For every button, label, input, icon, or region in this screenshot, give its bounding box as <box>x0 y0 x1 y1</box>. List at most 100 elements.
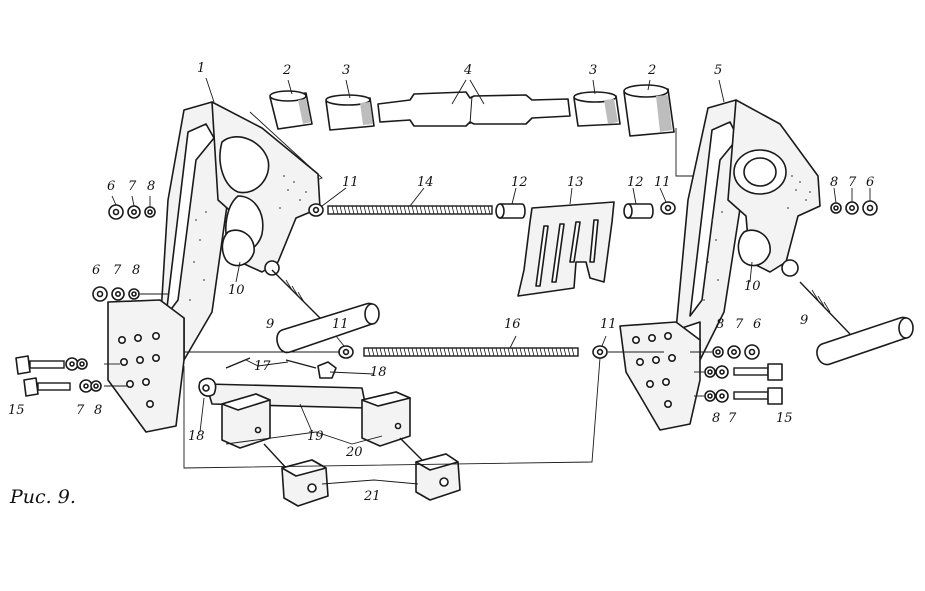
callout-label: 16 <box>504 317 521 332</box>
thread-mark <box>367 205 371 215</box>
thread-mark <box>371 205 375 215</box>
thread-mark <box>471 347 475 357</box>
rod-16 <box>363 347 579 357</box>
thread-mark <box>483 347 487 357</box>
callout-label: 9 <box>800 313 809 328</box>
thread-mark <box>407 347 411 357</box>
callout-label: 3 <box>589 63 598 78</box>
callout-label: 17 <box>254 359 271 374</box>
callout-label: 14 <box>417 175 434 190</box>
thread-mark <box>383 347 387 357</box>
bushing-3-left <box>325 94 375 131</box>
callout-label: 8 <box>716 317 725 332</box>
pins-17 <box>225 357 317 369</box>
thread-mark <box>347 205 351 215</box>
thread-mark <box>443 205 447 215</box>
thread-mark <box>523 347 527 357</box>
callout-label: 8 <box>132 263 141 278</box>
callout-label: 8 <box>830 175 839 190</box>
callout-label: 4 <box>464 63 473 78</box>
thread-mark <box>403 347 407 357</box>
thread-mark <box>419 205 423 215</box>
thread-mark <box>435 347 439 357</box>
thread-mark <box>463 347 467 357</box>
thread-mark <box>391 347 395 357</box>
thread-mark <box>539 347 543 357</box>
hardware-8-7-6-right-upper <box>830 200 878 216</box>
thread-mark <box>559 347 563 357</box>
thread-mark <box>527 347 531 357</box>
hardware-6-7-8-left-upper <box>108 204 156 220</box>
callout-label: 8 <box>712 411 721 426</box>
callout-label: 10 <box>228 283 245 298</box>
nut-18-upper <box>317 361 337 379</box>
bushing-2-left <box>269 90 313 130</box>
thread-mark <box>447 205 451 215</box>
thread-mark <box>427 205 431 215</box>
thread-mark <box>407 205 411 215</box>
thread-mark <box>387 347 391 357</box>
thread-mark <box>371 347 375 357</box>
thread-mark <box>491 347 495 357</box>
thread-mark <box>463 205 467 215</box>
callout-label: 18 <box>370 365 387 380</box>
nut-11-left-lower <box>338 345 354 359</box>
thread-mark <box>439 347 443 357</box>
callout-label: 11 <box>600 317 617 332</box>
thread-mark <box>375 205 379 215</box>
thread-mark <box>439 205 443 215</box>
thread-mark <box>551 347 555 357</box>
callout-label: 6 <box>92 263 101 278</box>
thread-mark <box>419 347 423 357</box>
callout-label: 15 <box>776 411 793 426</box>
callout-label: 7 <box>728 411 737 426</box>
thread-mark <box>395 205 399 215</box>
thread-mark <box>331 205 335 215</box>
thread-mark <box>475 347 479 357</box>
thread-mark <box>535 347 539 357</box>
callout-label: 3 <box>342 63 351 78</box>
callout-label: 20 <box>346 445 363 460</box>
bolts-15-left <box>15 355 128 397</box>
thread-mark <box>467 205 471 215</box>
thread-mark <box>555 347 559 357</box>
thread-mark <box>487 205 491 215</box>
callout-label: 12 <box>511 175 528 190</box>
thread-mark <box>335 205 339 215</box>
thread-mark <box>355 205 359 215</box>
rod-14 <box>327 205 493 215</box>
callout-label: 6 <box>866 175 875 190</box>
nut-11-left-upper <box>308 203 324 217</box>
thread-mark <box>507 347 511 357</box>
thread-mark <box>471 205 475 215</box>
callout-label: 6 <box>753 317 762 332</box>
thread-mark <box>467 347 471 357</box>
shaft-4 <box>377 91 571 127</box>
callout-label: 7 <box>735 317 744 332</box>
thread-mark <box>543 347 547 357</box>
thread-mark <box>503 347 507 357</box>
thread-mark <box>415 347 419 357</box>
bushing-2-right <box>623 84 675 137</box>
callout-label: 11 <box>332 317 349 332</box>
thread-mark <box>351 205 355 215</box>
callout-label: 18 <box>188 429 205 444</box>
thread-mark <box>475 205 479 215</box>
callout-label: 7 <box>113 263 122 278</box>
handle-9-left <box>271 269 380 354</box>
bushing-3-right <box>573 91 621 127</box>
callout-label: 5 <box>714 63 723 78</box>
thread-mark <box>515 347 519 357</box>
plate-13 <box>517 201 615 297</box>
figure-caption: Рис. 9. <box>10 486 76 508</box>
nut-11-right-upper <box>660 201 676 215</box>
callout-label: 7 <box>128 179 137 194</box>
thread-mark <box>391 205 395 215</box>
thread-mark <box>487 347 491 357</box>
thread-mark <box>563 347 567 357</box>
thread-mark <box>455 205 459 215</box>
thread-mark <box>443 347 447 357</box>
thread-mark <box>495 347 499 357</box>
callout-label: 1 <box>197 61 206 76</box>
